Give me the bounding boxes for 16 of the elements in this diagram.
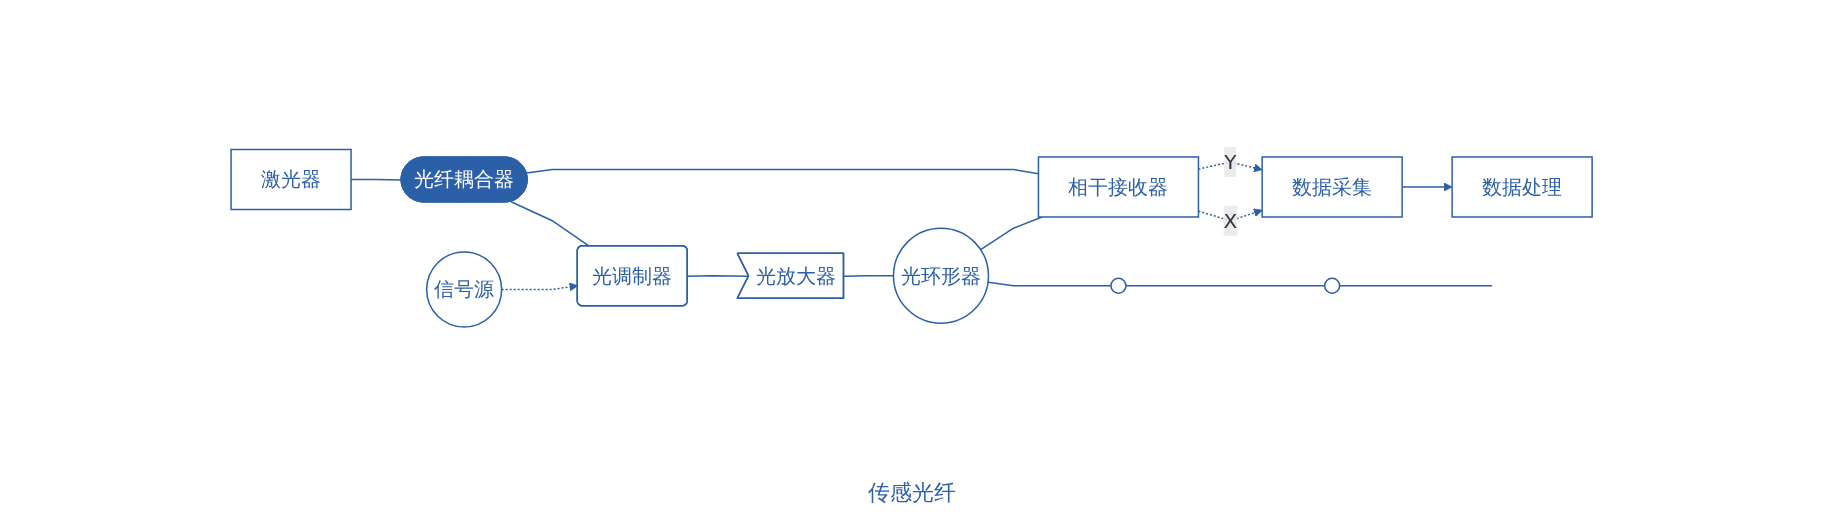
fiber-label: 传感光纤	[867, 480, 956, 505]
node-circle: 光环形器	[892, 227, 990, 324]
node-circle	[1323, 277, 1341, 294]
connector	[1338, 285, 1493, 287]
edge-label: Y	[1224, 150, 1237, 174]
node-box: 相干接收器	[1037, 156, 1200, 218]
node-box: 数据采集	[1261, 156, 1403, 218]
connector	[1125, 285, 1326, 287]
edge-label: X	[1223, 208, 1238, 233]
node-box: 数据处理	[1451, 156, 1593, 218]
connector	[987, 281, 1112, 287]
node-circle	[1110, 277, 1127, 294]
connector	[979, 216, 1043, 251]
connector	[510, 201, 590, 247]
node-box: 激光器	[230, 148, 352, 211]
node-circle: 信号源	[425, 251, 503, 328]
